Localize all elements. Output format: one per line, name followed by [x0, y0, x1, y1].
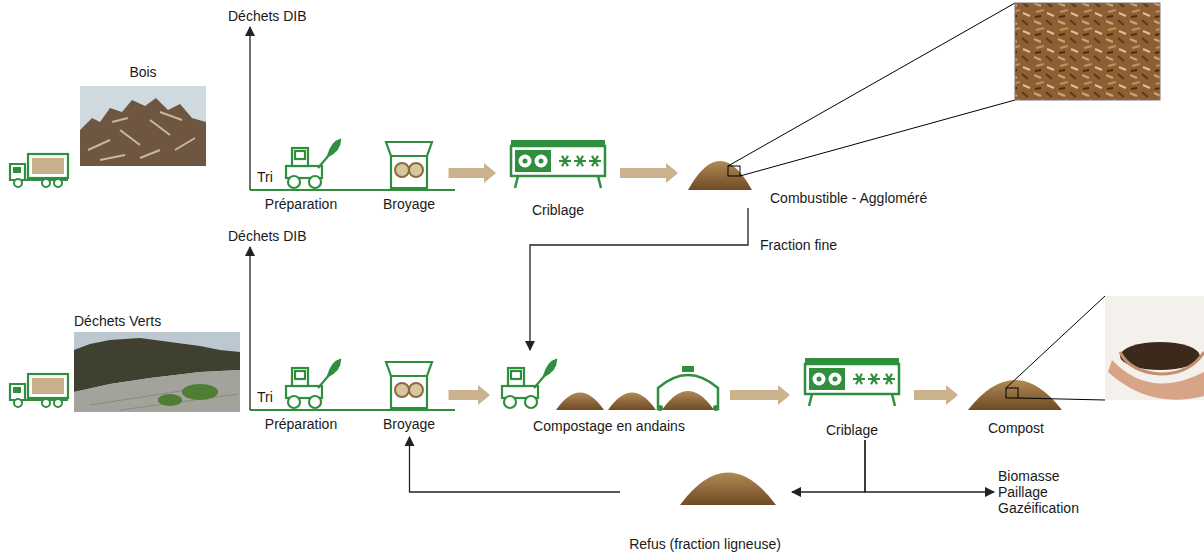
node-label: Déchets DIB [228, 228, 307, 244]
screen-icon [805, 358, 899, 406]
node-label: Compost [988, 420, 1044, 436]
flow-arrow [730, 385, 790, 405]
ground-line [250, 409, 455, 411]
product-pile: Refus (fraction ligneuse) [620, 452, 790, 554]
shredder-icon [386, 362, 432, 408]
connector-arrow [530, 208, 748, 350]
shredder-icon [386, 142, 432, 188]
photo-box: Déchets Verts [74, 313, 242, 413]
node-label: Criblage [532, 202, 584, 218]
node-label: Broyage [383, 196, 435, 212]
output-label: Déchets DIB [228, 228, 307, 244]
node-label: Déchets Verts [74, 313, 161, 329]
connector-arrow [410, 437, 621, 492]
connector-arrow [792, 440, 865, 492]
node-label: Biomasse Paillage Gazéification [998, 468, 1079, 516]
process-step: Criblage [800, 356, 904, 440]
wood-photo [80, 86, 206, 166]
flow-arrow [449, 385, 491, 405]
edge-label: Fraction fine [758, 237, 839, 253]
node-label: Bois [129, 64, 156, 80]
node-label: Combustible - Aggloméré [770, 190, 927, 206]
compost-photo [1105, 296, 1204, 400]
product-pile: Compost [966, 368, 1066, 438]
zoom-line [728, 3, 1015, 176]
output-label: Déchets DIB [228, 8, 307, 24]
compost-pile [968, 380, 1062, 410]
truck-icon [10, 374, 68, 407]
node-label: Criblage [826, 422, 878, 438]
truck-icon [10, 154, 68, 187]
node-label: Broyage [383, 416, 435, 432]
flow-arrow [914, 385, 958, 405]
output-label: Biomasse Paillage Gazéification [998, 468, 1079, 516]
loader-icon [286, 140, 340, 188]
screen-icon [511, 140, 605, 188]
photo-box: Bois [80, 64, 206, 168]
zoom-line [1006, 296, 1105, 400]
loader-icon [286, 360, 340, 408]
flow-arrow [449, 163, 497, 183]
node-label: Préparation [265, 416, 337, 432]
edge-label: Tri [255, 389, 275, 405]
process-step: Compostage en andains [498, 352, 720, 436]
woodchip-photo [1015, 3, 1160, 100]
node-label: Compostage en andains [533, 418, 685, 434]
node-label: Déchets DIB [228, 8, 307, 24]
node-label: Refus (fraction ligneuse) [629, 536, 781, 552]
ground-connector [342, 409, 380, 411]
node-label: Préparation [265, 196, 337, 212]
process-step: Broyage [380, 140, 439, 214]
green-waste-photo [74, 332, 240, 412]
refuse-pile [680, 473, 776, 506]
ground-line [250, 189, 455, 191]
connector-arrow [865, 440, 994, 492]
edge-label: Tri [255, 169, 275, 185]
product-pile: Combustible - Aggloméré [686, 140, 936, 208]
process-step: Broyage [380, 360, 439, 434]
connector-arrow [249, 247, 250, 410]
ground-connector [342, 189, 380, 191]
process-step: Criblage [506, 138, 610, 220]
zoom-frame [728, 166, 740, 176]
connector-arrow [249, 27, 250, 190]
zoom-frame [1006, 388, 1018, 398]
flow-arrow [620, 163, 678, 183]
windrow-composting [502, 360, 719, 411]
